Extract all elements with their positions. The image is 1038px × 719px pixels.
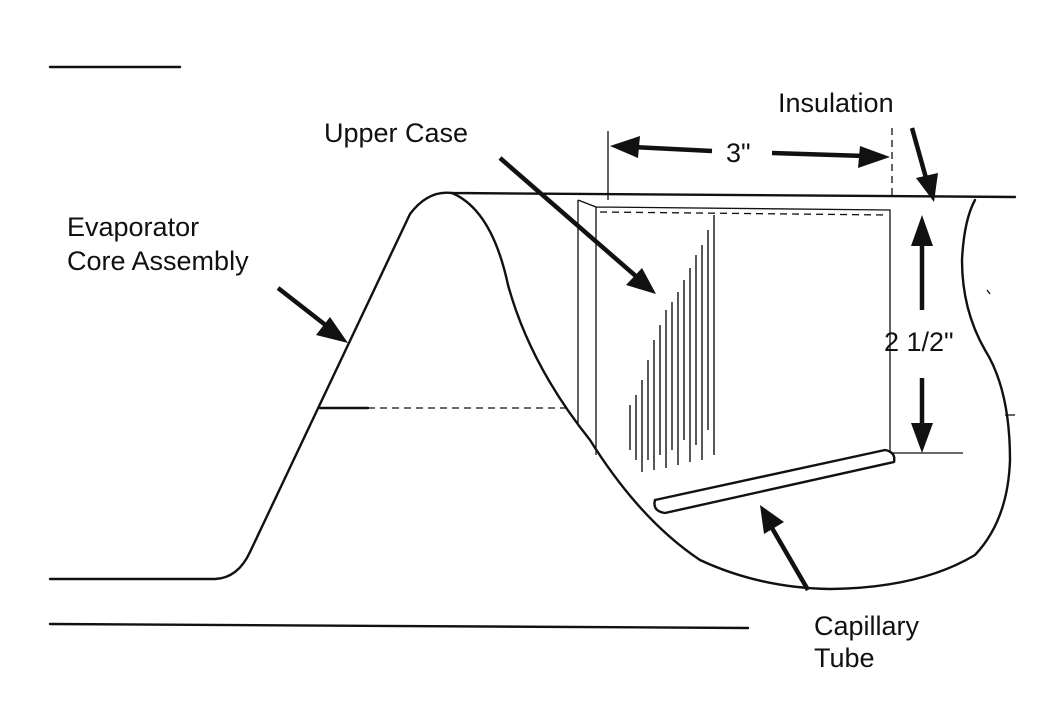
upper-case-leader-arrow — [498, 156, 656, 294]
capillary-leader-arrow — [760, 505, 810, 592]
upper-case-dashed-top — [599, 211, 889, 216]
capillary-label-line2: Tube — [814, 643, 875, 673]
evaporator-label-line2: Core Assembly — [67, 246, 249, 276]
upper-case-label: Upper Case — [324, 118, 469, 148]
height-dimension-label: 2 1/2" — [884, 327, 954, 357]
capillary-tube — [653, 448, 896, 515]
height-dimension-arrows — [911, 215, 933, 453]
core-curve — [450, 191, 1012, 591]
upper-case-shading — [629, 215, 715, 472]
evaporator-label-line1: Evaporator — [67, 212, 200, 242]
width-dimension-label: 3" — [726, 138, 751, 168]
capillary-label-line1: Capillary — [814, 611, 920, 641]
bottom-rule — [48, 622, 750, 630]
width-dimension-arrows — [610, 136, 890, 168]
edge-speck — [986, 289, 991, 295]
evaporator-core-outline — [48, 191, 1017, 581]
insulation-leader-arrow — [909, 127, 938, 202]
upper-case-outline — [577, 199, 891, 455]
insulation-label: Insulation — [778, 88, 894, 118]
evaporator-leader-arrow — [276, 286, 348, 343]
